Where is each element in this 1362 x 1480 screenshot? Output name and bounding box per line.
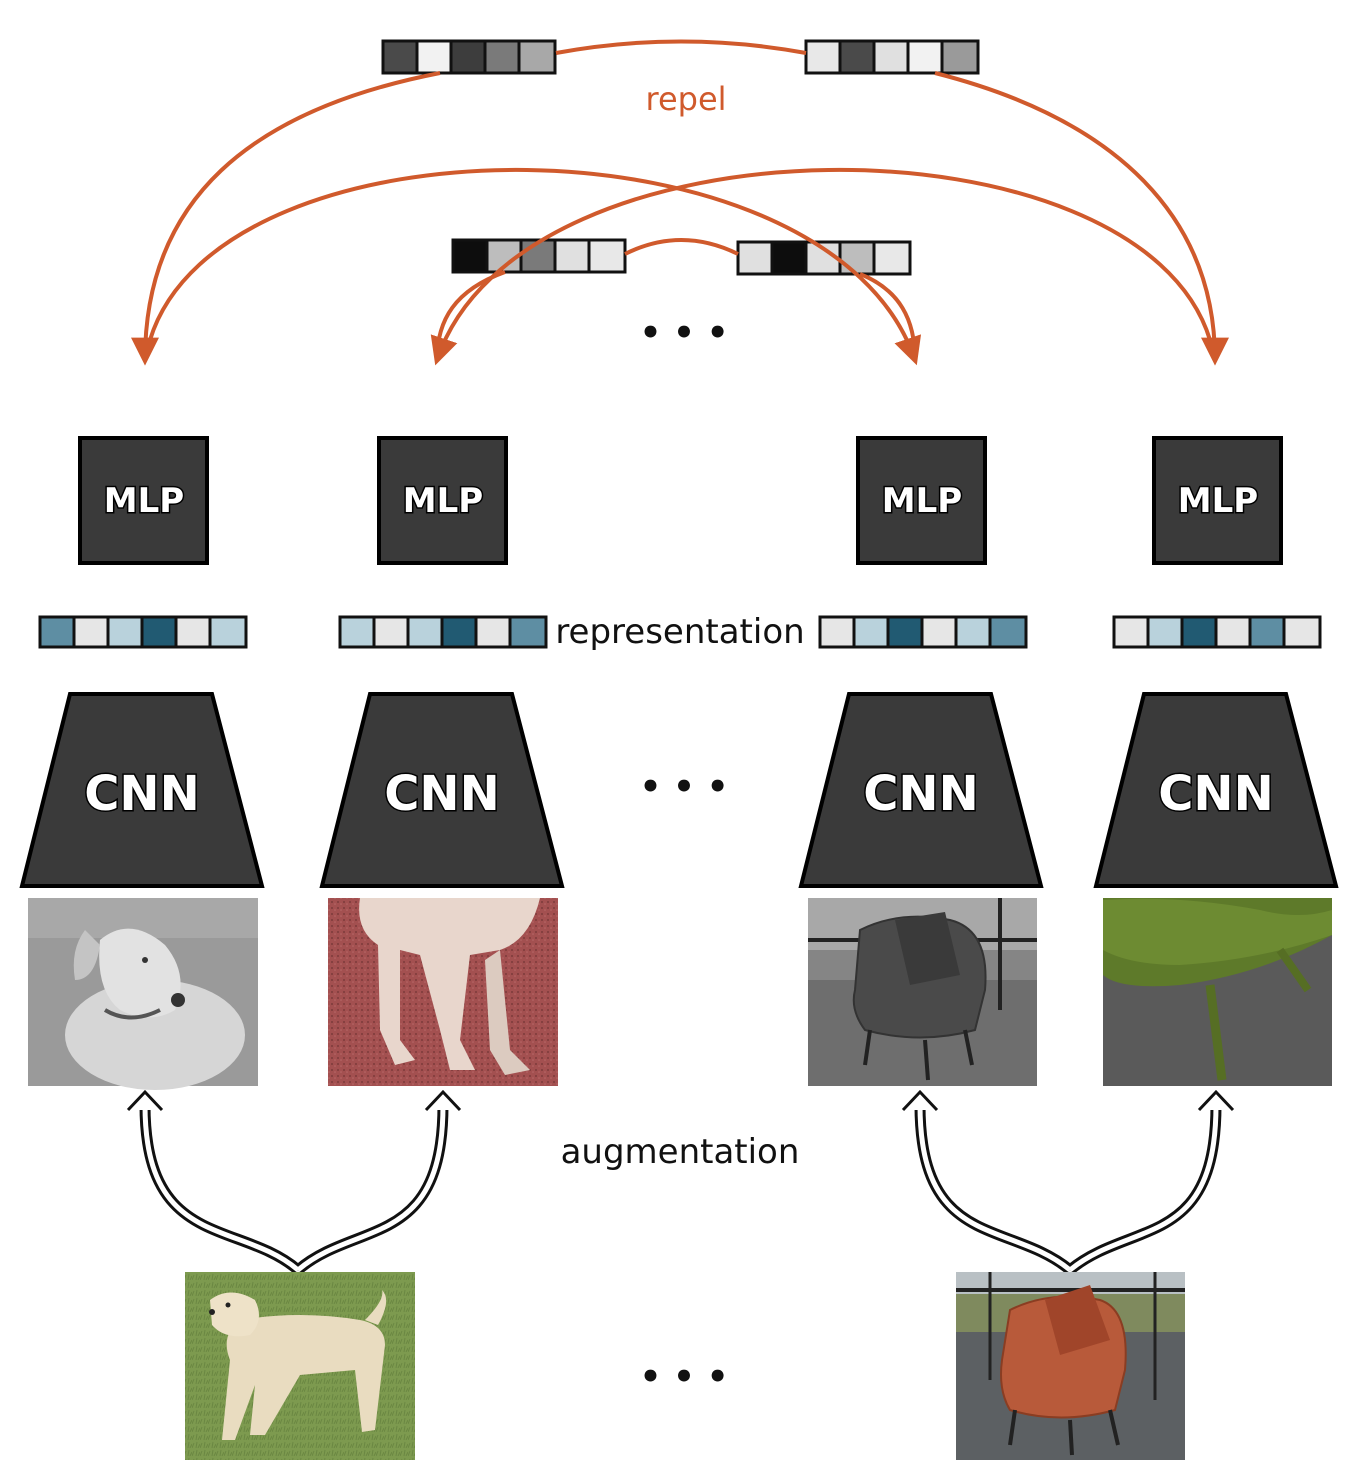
ellipsis-bottom: • • • bbox=[640, 1357, 729, 1397]
rep-cell bbox=[886, 615, 924, 649]
rep-cell bbox=[1214, 615, 1252, 649]
mlp-block-3: MLP bbox=[856, 436, 987, 565]
rep-cell bbox=[372, 615, 410, 649]
embed-cell bbox=[519, 238, 557, 274]
augmented-image-chair-grayscale bbox=[808, 898, 1037, 1086]
rep-cell bbox=[920, 615, 958, 649]
rep-cell bbox=[38, 615, 76, 649]
rep-cell bbox=[106, 615, 144, 649]
representation-label: representation bbox=[555, 612, 804, 652]
repel-arrow-1 bbox=[131, 71, 441, 366]
ellipsis-top: • • • bbox=[640, 313, 729, 353]
embed-cell bbox=[804, 240, 842, 276]
rep-cell bbox=[852, 615, 890, 649]
repel-arrows bbox=[131, 39, 1229, 366]
embed-cell bbox=[804, 39, 842, 75]
embed-cell bbox=[587, 238, 627, 274]
rep-cell bbox=[72, 615, 110, 649]
rep-cell bbox=[208, 615, 248, 649]
rep-cell bbox=[1248, 615, 1286, 649]
mlp-label: MLP bbox=[104, 481, 184, 521]
rep-cell bbox=[140, 615, 178, 649]
cnn-label: CNN bbox=[863, 766, 979, 822]
rep-cell bbox=[818, 615, 856, 649]
repel-label: repel bbox=[645, 80, 726, 118]
repel-arrow-5 bbox=[435, 270, 506, 361]
cnn-block-2: CNN bbox=[319, 692, 565, 888]
rep-cell bbox=[1146, 615, 1184, 649]
embed-cell bbox=[415, 39, 453, 75]
embed-cell bbox=[838, 240, 876, 276]
representation-vector-1 bbox=[38, 615, 248, 649]
rep-cell bbox=[508, 615, 548, 649]
representation-vector-2 bbox=[338, 615, 548, 649]
cnn-label: CNN bbox=[84, 766, 200, 822]
representation-vector-3 bbox=[818, 615, 1028, 649]
mlp-label: MLP bbox=[1178, 481, 1258, 521]
embed-cell bbox=[770, 240, 808, 276]
repel-arrow-3 bbox=[148, 168, 921, 366]
repel-connector-top bbox=[555, 39, 807, 55]
rep-cell bbox=[474, 615, 512, 649]
embed-cell bbox=[553, 238, 591, 274]
embed-cell bbox=[940, 39, 980, 75]
augment-arrowhead-4 bbox=[1197, 1089, 1235, 1112]
embed-cell bbox=[906, 39, 944, 75]
rep-cell bbox=[174, 615, 212, 649]
top-embedding-1 bbox=[381, 39, 557, 75]
repel-arrow-2 bbox=[934, 71, 1229, 366]
augment-arrowhead-2 bbox=[424, 1089, 462, 1112]
source-image-chair bbox=[956, 1272, 1185, 1460]
embed-cell bbox=[736, 240, 774, 276]
top-embedding-3 bbox=[451, 238, 627, 274]
rep-cell bbox=[954, 615, 992, 649]
augmentation-arrows bbox=[126, 1089, 1235, 1275]
cnn-block-4: CNN bbox=[1093, 692, 1339, 888]
top-embedding-2 bbox=[804, 39, 980, 75]
embed-cell bbox=[872, 240, 912, 276]
repel-arrow-6 bbox=[859, 272, 917, 361]
mlp-label: MLP bbox=[403, 481, 483, 521]
embed-cell bbox=[517, 39, 557, 75]
repel-arrow-4 bbox=[430, 168, 1212, 366]
repel-connector-middle bbox=[624, 238, 739, 256]
mlp-label: MLP bbox=[882, 481, 962, 521]
rep-cell bbox=[1180, 615, 1218, 649]
rep-cell bbox=[338, 615, 376, 649]
mlp-block-4: MLP bbox=[1152, 436, 1283, 565]
mlp-block-1: MLP bbox=[78, 436, 209, 565]
mlp-block-2: MLP bbox=[377, 436, 508, 565]
rep-cell bbox=[1282, 615, 1322, 649]
cnn-block-1: CNN bbox=[19, 692, 265, 888]
ellipsis-middle: • • • bbox=[640, 767, 729, 807]
augmentation-label: augmentation bbox=[561, 1132, 800, 1172]
top-embedding-4 bbox=[736, 240, 912, 276]
embed-cell bbox=[381, 39, 419, 75]
representation-vector-4 bbox=[1112, 615, 1322, 649]
source-image-dog bbox=[185, 1272, 415, 1460]
rep-cell bbox=[1112, 615, 1150, 649]
cnn-label: CNN bbox=[1158, 766, 1274, 822]
augmented-image-dog-crop bbox=[328, 898, 558, 1086]
embed-cell bbox=[483, 39, 521, 75]
embed-cell bbox=[872, 39, 910, 75]
augment-arrowhead-3 bbox=[901, 1089, 939, 1112]
embed-cell bbox=[449, 39, 487, 75]
rep-cell bbox=[988, 615, 1028, 649]
augmented-image-dog-grayscale bbox=[28, 898, 258, 1090]
embed-cell bbox=[451, 238, 489, 274]
cnn-block-3: CNN bbox=[798, 692, 1044, 888]
rep-cell bbox=[440, 615, 478, 649]
embed-cell bbox=[838, 39, 876, 75]
augment-arrowhead-1 bbox=[126, 1089, 164, 1112]
cnn-label: CNN bbox=[384, 766, 500, 822]
rep-cell bbox=[406, 615, 444, 649]
augmented-image-chair-crop bbox=[1103, 898, 1332, 1086]
